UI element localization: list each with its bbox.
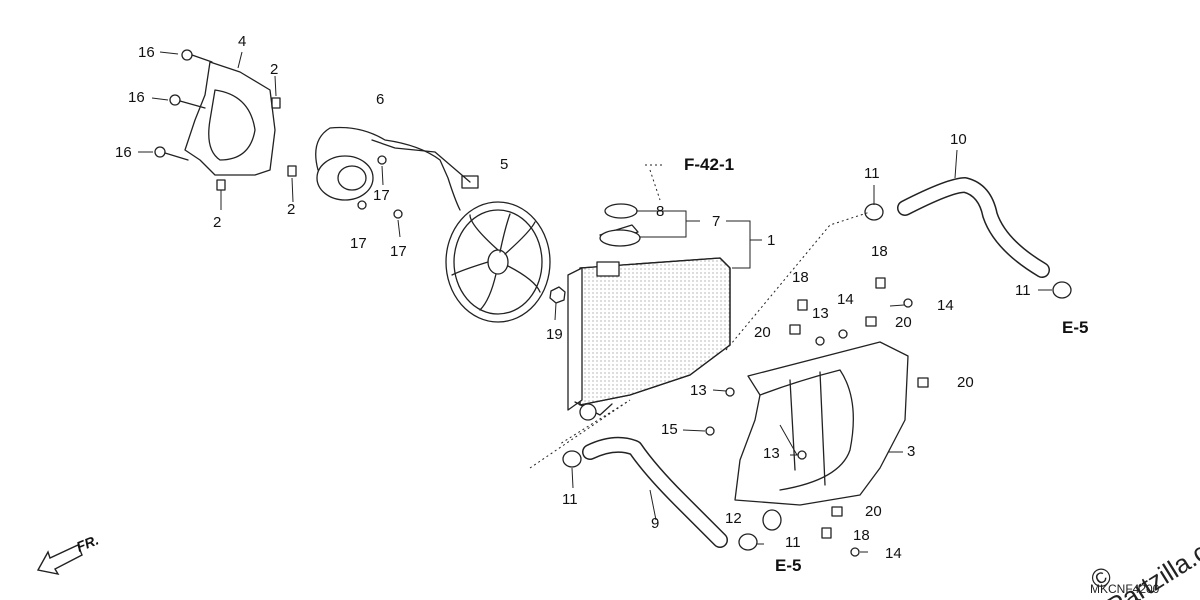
- callout-18: 18: [871, 243, 888, 260]
- front-arrow-icon: [36, 544, 83, 575]
- cooling-fan: [445, 201, 551, 323]
- callout-15: 15: [661, 421, 678, 438]
- reference-f-42-1[interactable]: F-42-1: [684, 155, 735, 174]
- callout-18: 18: [853, 527, 870, 544]
- clip-20a: [789, 324, 801, 335]
- clamp-11a: [864, 203, 884, 221]
- callout-3: 3: [907, 443, 916, 460]
- callout-14: 14: [885, 545, 902, 562]
- callout-18: 18: [792, 269, 809, 286]
- bolt-13b: [815, 336, 825, 346]
- callout-14: 14: [837, 291, 854, 308]
- callout-11: 11: [864, 165, 880, 182]
- callout-7: 7: [712, 213, 721, 230]
- callout-12: 12: [725, 510, 742, 527]
- bolt-14a: [838, 329, 848, 339]
- clip-2a: [271, 97, 281, 109]
- callout-20: 20: [754, 324, 771, 341]
- callout-20: 20: [865, 503, 882, 520]
- callout-13: 13: [690, 382, 707, 399]
- callout-17: 17: [350, 235, 367, 252]
- callout-6: 6: [376, 91, 385, 108]
- clamp-11d: [738, 533, 758, 551]
- clip-18b: [875, 277, 886, 289]
- bolt-14b: [903, 298, 913, 308]
- callout-9: 9: [651, 515, 660, 532]
- clamp-11b: [1052, 281, 1072, 299]
- callout-16: 16: [138, 44, 155, 61]
- bolt-17c: [393, 209, 403, 219]
- callout-17: 17: [390, 243, 407, 260]
- radiator-shroud: [734, 341, 909, 506]
- upper-hose: [897, 177, 1050, 278]
- callout-11: 11: [562, 491, 578, 508]
- callout-11: 11: [1015, 282, 1031, 299]
- bolt-13a: [725, 387, 735, 397]
- callout-1: 1: [767, 232, 776, 249]
- fan-bracket: [184, 61, 276, 176]
- gasket-8: [604, 203, 638, 219]
- clip-18c: [821, 527, 832, 539]
- reference-e-5[interactable]: E-5: [1062, 318, 1089, 337]
- grommet-12: [762, 509, 782, 531]
- clip-18a: [797, 299, 808, 311]
- callout-16: 16: [128, 89, 145, 106]
- diagram-code: MKCNF4200: [1090, 582, 1160, 596]
- bolt-14c: [850, 547, 860, 557]
- bolt-17b: [357, 200, 367, 210]
- clip-20c: [917, 377, 929, 388]
- callout-19: 19: [546, 326, 563, 343]
- callout-13: 13: [812, 305, 829, 322]
- callout-4: 4: [238, 33, 247, 50]
- fan-motor: [315, 126, 479, 211]
- clip-2b: [216, 179, 226, 191]
- lower-hose: [582, 436, 728, 548]
- callout-20: 20: [957, 374, 974, 391]
- callout-2: 2: [287, 201, 296, 218]
- reference-e-5[interactable]: E-5: [775, 556, 802, 575]
- nut-19: [549, 286, 566, 304]
- bolt-15: [705, 426, 715, 436]
- callout-17: 17: [373, 187, 390, 204]
- radiator-cap-7: [599, 224, 641, 247]
- callout-14: 14: [937, 297, 954, 314]
- callout-2: 2: [270, 61, 279, 78]
- callout-20: 20: [895, 314, 912, 331]
- callout-10: 10: [950, 131, 967, 148]
- bolts-16: [154, 49, 213, 161]
- clip-2c: [287, 165, 297, 177]
- clip-20d: [831, 506, 843, 517]
- callout-5: 5: [500, 156, 509, 173]
- callout-8: 8: [656, 203, 665, 220]
- clip-20b: [865, 316, 877, 327]
- radiator: [567, 257, 731, 421]
- callout-13: 13: [763, 445, 780, 462]
- bolt-17a: [377, 155, 387, 165]
- callout-16: 16: [115, 144, 132, 161]
- callout-2: 2: [213, 214, 222, 231]
- clamp-11c: [562, 450, 582, 468]
- callout-11: 11: [785, 534, 801, 551]
